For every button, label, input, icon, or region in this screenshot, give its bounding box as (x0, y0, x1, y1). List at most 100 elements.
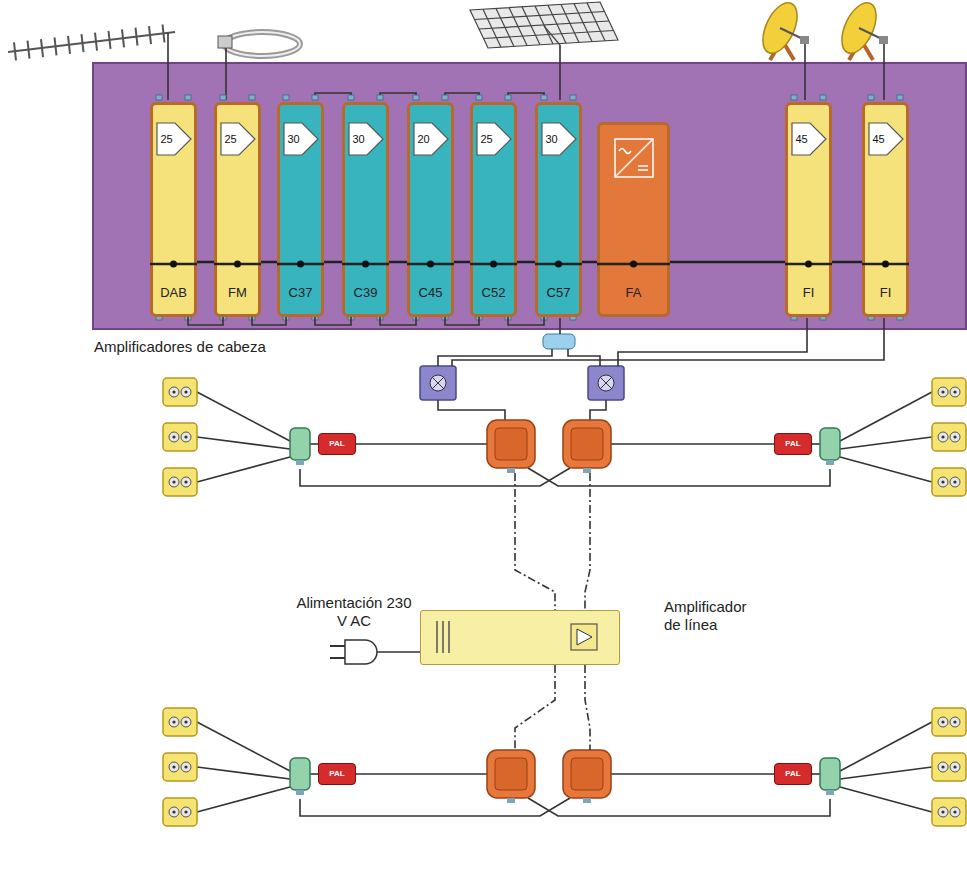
node-label: FM (217, 285, 258, 301)
uhf-antenna (475, 12, 605, 20)
amplifier-module: 25FM (214, 102, 261, 317)
f-connector (820, 95, 826, 100)
module-graphic (410, 105, 451, 314)
coax-wire (590, 400, 606, 420)
f-connector (377, 95, 383, 100)
module-graphic (865, 105, 906, 314)
pal-filter: PAL (318, 763, 356, 785)
dab-antenna (163, 24, 165, 42)
riser-cable (515, 665, 555, 750)
f-connector (897, 95, 903, 100)
amplifier-module: 45FI (862, 102, 909, 317)
amplifier-graphic (571, 624, 597, 650)
amplifier-module: 30C37 (277, 102, 324, 317)
switch-box (598, 375, 614, 391)
pal-filter: PAL (774, 763, 812, 785)
dab-antenna (68, 36, 70, 54)
jumper-cable (188, 317, 223, 325)
switch-box (600, 377, 612, 389)
jumper-cable (315, 317, 351, 325)
module-graphic (555, 261, 562, 268)
node-label: Amplificador de línea (664, 598, 764, 634)
f-connector (348, 95, 354, 100)
node-label: FI (788, 285, 829, 301)
amplifier-module: 30C57 (535, 102, 582, 317)
coax-wire (438, 349, 552, 366)
jumper-cable (380, 317, 416, 325)
amplifier-module: 45FI (785, 102, 832, 317)
module-graphic (221, 123, 255, 155)
module-graphic (788, 105, 829, 314)
power-plug (330, 645, 345, 647)
gain-value: 30 (543, 132, 560, 146)
module-graphic (869, 123, 903, 155)
module-graphic (345, 105, 386, 314)
jumper-cable (445, 317, 479, 325)
module-graphic (427, 261, 434, 268)
module-graphic (619, 149, 631, 154)
node-label: C39 (345, 285, 386, 301)
fm-antenna (218, 36, 232, 48)
dab-antenna (14, 42, 16, 60)
fm-antenna (224, 32, 300, 56)
amplifier-module: 30C39 (342, 102, 389, 317)
dab-antenna (122, 29, 124, 47)
power-label: Alimentación 230 V AC (290, 594, 418, 630)
node-label: C45 (410, 285, 451, 301)
coax-wire (167, 33, 169, 100)
coax-wire (618, 318, 807, 366)
dab-antenna (82, 34, 84, 52)
fm-antenna (224, 32, 300, 56)
node-label: FA (600, 285, 667, 301)
f-connector (868, 95, 874, 100)
f-connector (312, 95, 318, 100)
link-group (188, 317, 544, 325)
switch-box (588, 366, 624, 400)
coax-wire (315, 93, 351, 100)
fm-antenna (218, 32, 300, 56)
f-connector (541, 95, 547, 100)
dab-antenna (41, 39, 43, 57)
amplifier-module: 25DAB (150, 102, 197, 317)
power-label: Alimentación 230 V AC (290, 594, 418, 630)
node-label: PAL (785, 439, 800, 449)
f-connector (156, 95, 903, 320)
f-connector (476, 95, 482, 100)
amplifier-graphic (436, 621, 438, 653)
satellite-dish (756, 0, 809, 60)
node-label: DAB (153, 285, 194, 301)
coax-wire (452, 318, 884, 366)
module-graphic (153, 105, 194, 314)
f-connector (442, 95, 448, 100)
module-graphic (615, 139, 653, 177)
uhf-antenna (544, 26, 560, 45)
coax-wire (156, 33, 903, 366)
module-graphic (792, 123, 826, 155)
amplifier-graphic (577, 629, 592, 645)
module-graphic (217, 105, 258, 314)
gain-value: 20 (415, 132, 432, 146)
dab-antenna (8, 24, 175, 60)
dab-antenna (28, 41, 30, 59)
module-graphic (157, 123, 191, 155)
module-graphic (280, 105, 321, 314)
module-graphic (882, 261, 889, 268)
gain-value: 30 (350, 132, 367, 146)
gain-value: 25 (222, 132, 239, 146)
module-graphic (638, 169, 648, 171)
module-graphic (170, 261, 177, 268)
satellite-dish (756, 0, 804, 58)
installation-drawing (163, 378, 966, 496)
module-graphic (297, 261, 304, 268)
node-label: PAL (329, 769, 344, 779)
f-connector (283, 95, 289, 100)
f-connector (570, 95, 576, 100)
node-label: C57 (538, 285, 579, 301)
switch-box (600, 377, 612, 389)
f-connector (505, 95, 511, 100)
module-graphic (542, 123, 576, 155)
module-graphic (234, 261, 241, 268)
satellite-dish (800, 36, 809, 44)
satellite-dish (835, 0, 883, 58)
